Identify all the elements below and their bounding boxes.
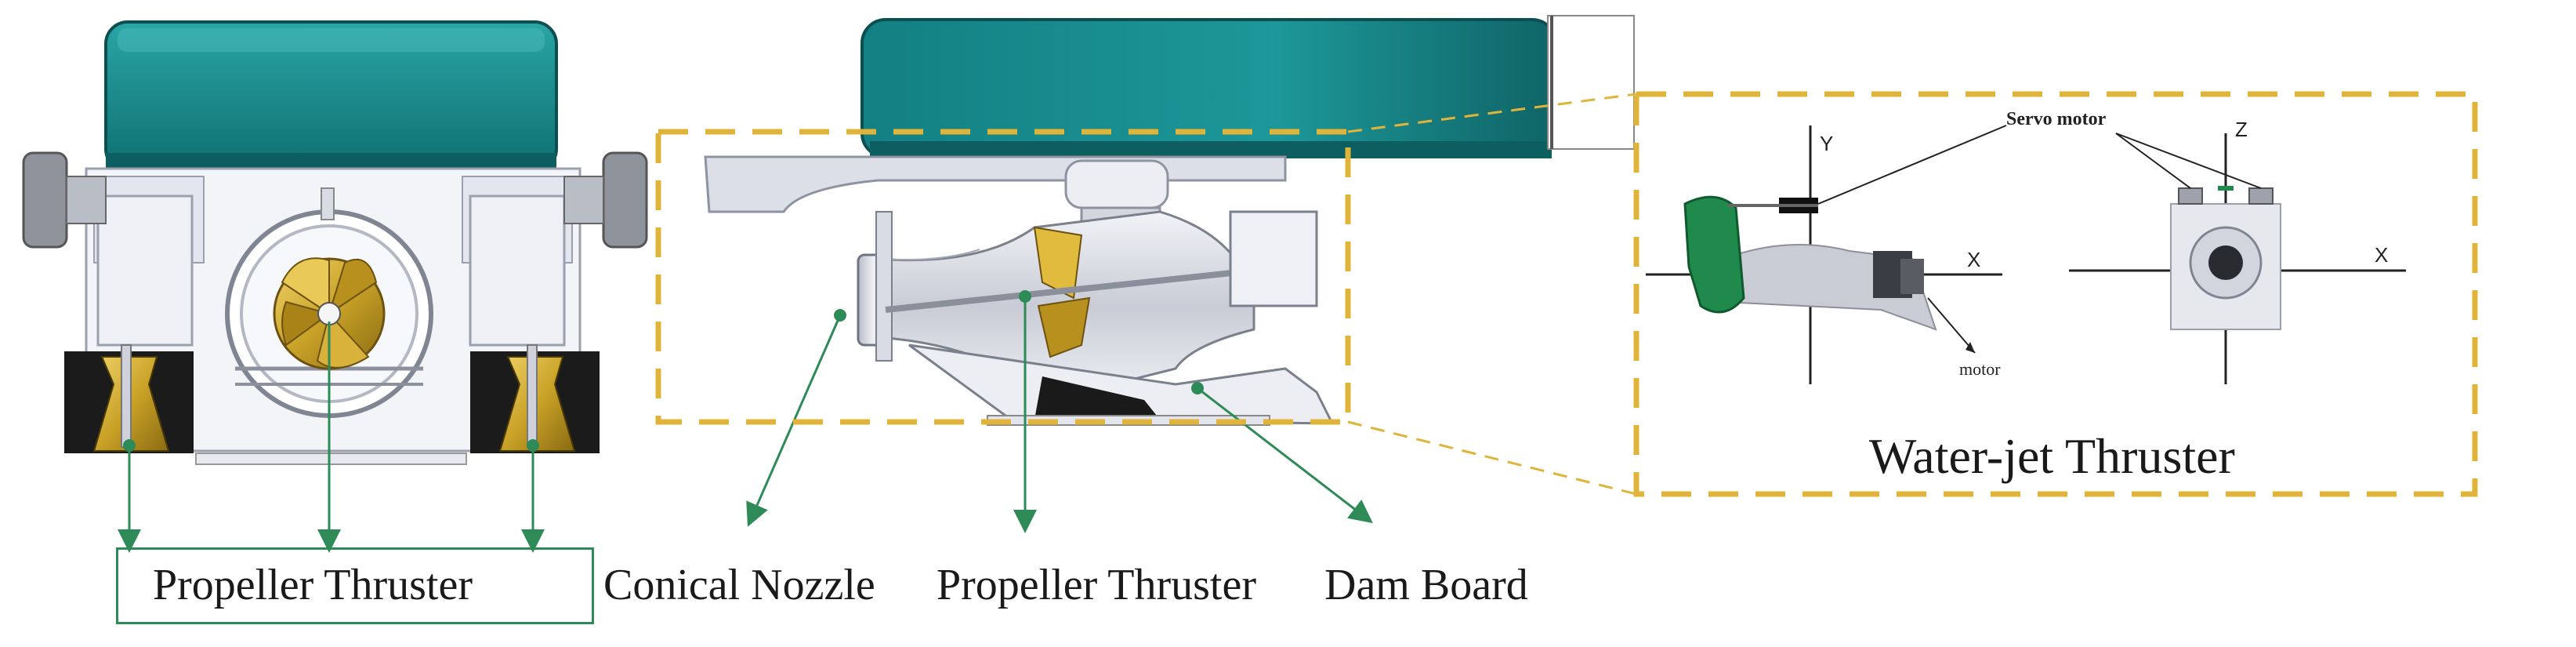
hull-side <box>860 18 1557 158</box>
label-axis-y: Y <box>1820 132 1834 155</box>
side-thruster-right <box>470 344 600 453</box>
label-dam-board: Dam Board <box>1324 561 1528 609</box>
green-flap <box>1683 195 1745 314</box>
propeller-thruster-box <box>116 547 594 624</box>
propeller-front <box>273 257 386 370</box>
label-water-jet-thruster: Water-jet Thruster <box>1869 428 2235 484</box>
label-propeller-thruster-mid: Propeller Thruster <box>937 561 1256 609</box>
side-view <box>704 15 1635 533</box>
label-axis-z: Z <box>2235 118 2248 141</box>
label-motor: motor <box>1959 359 2001 379</box>
label-axis-x2: X <box>2375 243 2389 267</box>
dashed-region-nozzle <box>655 129 1351 425</box>
connector-bottom <box>1347 420 1637 496</box>
label-conical-nozzle: Conical Nozzle <box>603 561 875 609</box>
front-view <box>22 20 648 553</box>
label-servo-motor: Servo motor <box>2006 109 2107 129</box>
connector-top <box>1347 93 1637 133</box>
side-thruster-left <box>64 344 194 453</box>
knob-left <box>22 151 68 249</box>
waterjet-box <box>1633 91 2478 497</box>
label-axis-x1: X <box>1967 248 1981 271</box>
waterjet-rear-view <box>2069 133 2406 384</box>
knob-right <box>602 151 648 249</box>
waterjet-side-view <box>1646 125 2007 384</box>
label-propeller-thruster-left: Propeller Thruster <box>153 561 473 609</box>
